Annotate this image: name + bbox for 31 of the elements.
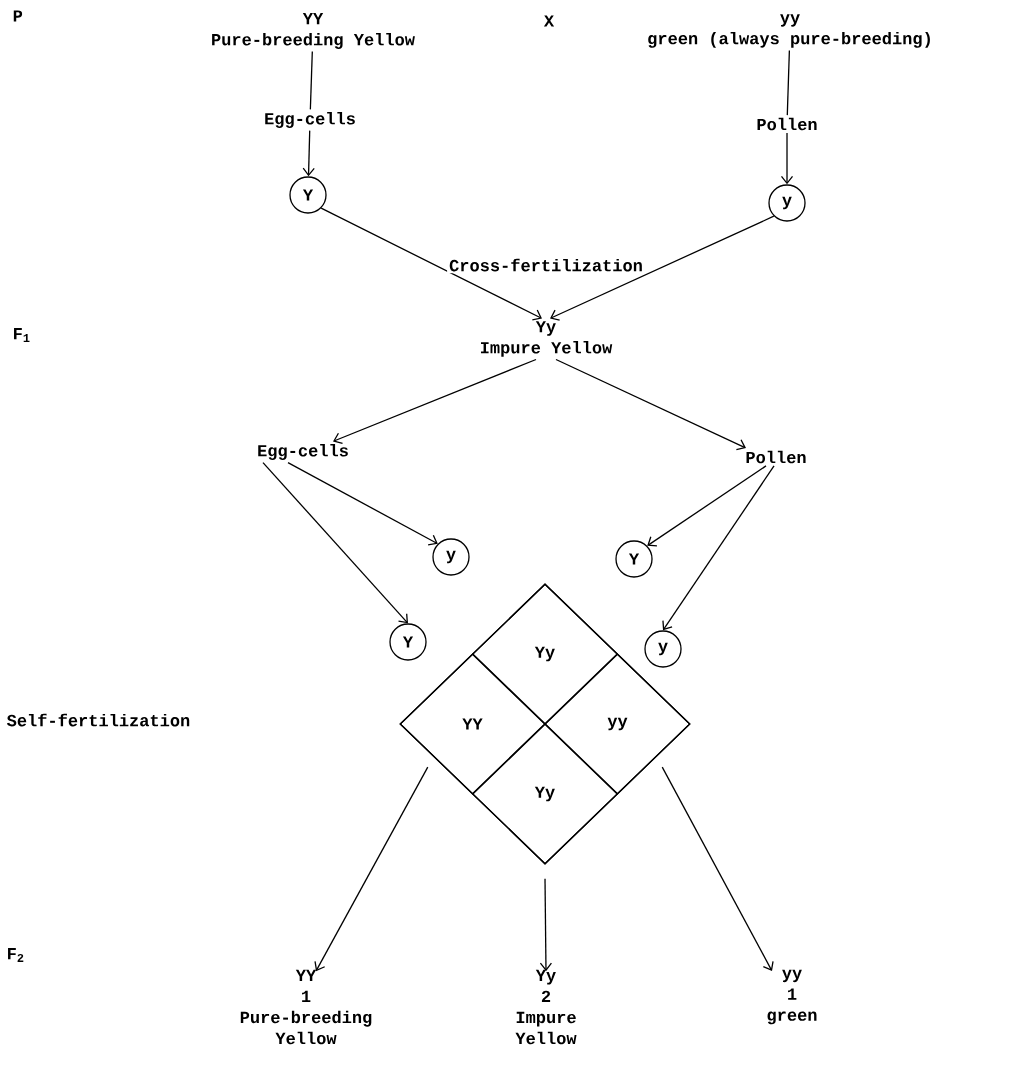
arrow — [333, 358, 537, 445]
arrow — [314, 766, 429, 972]
arrow — [320, 207, 542, 321]
process-label: Cross-fertilization — [447, 256, 645, 274]
genotype-text: yy 1 green — [767, 969, 817, 1025]
connecting-line — [786, 49, 791, 116]
arrow — [661, 766, 774, 972]
generation-label: F$_{1}$ — [10, 326, 33, 344]
arrow — [539, 878, 553, 972]
genotype-text: yy green (always pure-breeding) — [648, 14, 930, 48]
arrow — [647, 465, 767, 547]
arrow — [555, 358, 746, 451]
genotype-text: Pollen — [757, 117, 817, 131]
genotype-text: Pollen — [746, 450, 806, 464]
process-label: Self-fertilization — [4, 711, 193, 729]
genotype-text: Egg-cells — [265, 112, 355, 128]
genotype-text: Yy 2 Impure Yellow — [515, 969, 577, 1045]
generation-label: P — [10, 8, 25, 24]
genotype-text: Egg-cells — [258, 444, 348, 460]
generation-label: F$_{2}$ — [4, 946, 27, 964]
genotype-text: YY 1 Pure-breeding Yellow — [240, 969, 372, 1045]
arrow — [287, 461, 438, 546]
genotype-text: Yy Impure Yellow — [481, 321, 613, 357]
arrow — [262, 461, 408, 624]
arrow — [302, 129, 315, 177]
cross-symbol: X — [541, 13, 557, 29]
arrow — [662, 465, 775, 631]
genotype-text: YY Pure-breeding Yellow — [212, 13, 415, 49]
connecting-line — [309, 50, 313, 111]
arrow — [780, 132, 794, 185]
arrow — [550, 215, 775, 321]
